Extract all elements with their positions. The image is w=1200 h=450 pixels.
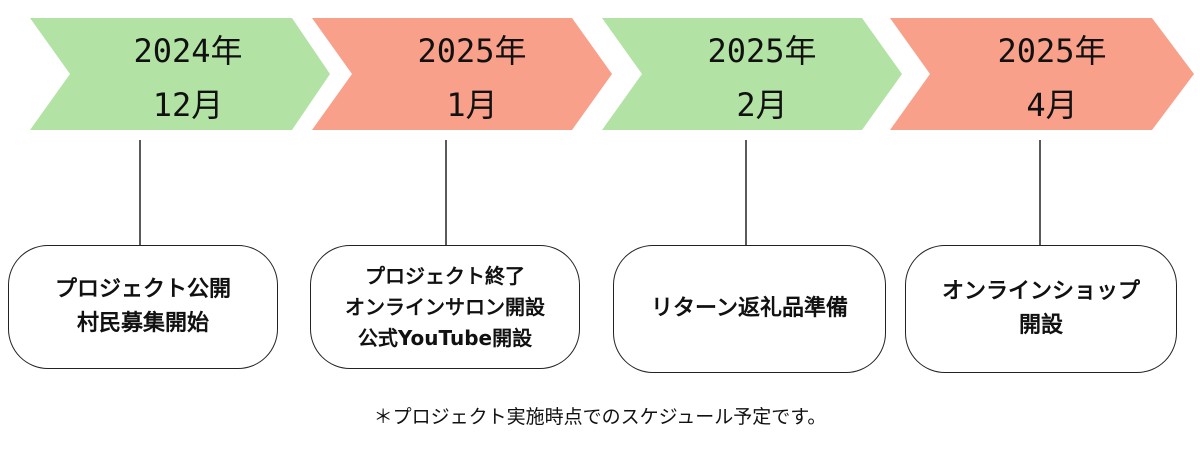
event-line: リターン返礼品準備 <box>651 296 848 321</box>
arrow-year: 2024年 <box>133 32 242 70</box>
event-line: プロジェクト公開 <box>54 277 231 302</box>
schedule-footnote: ＊プロジェクト実施時点でのスケジュール予定です。 <box>373 406 827 428</box>
arrow-year: 2025年 <box>417 32 526 70</box>
timeline-arrow-2024-12 <box>30 18 330 130</box>
event-box-2025-01: プロジェクト終了 オンラインサロン開設 公式YouTube開設 <box>310 245 580 369</box>
arrow-year: 2025年 <box>707 32 816 70</box>
event-line: プロジェクト終了 <box>365 263 525 288</box>
event-line: 開設 <box>1018 313 1063 338</box>
arrow-month: 12月 <box>153 86 224 124</box>
event-line: 村民募集開始 <box>76 311 209 336</box>
arrow-year: 2025年 <box>997 32 1106 70</box>
timeline-arrow-2025-02 <box>602 18 902 130</box>
timeline-arrow-2025-01 <box>312 18 612 130</box>
event-line: オンラインショップ <box>941 279 1140 304</box>
event-box-2025-02: リターン返礼品準備 <box>613 245 886 373</box>
timeline-arrow-2025-04 <box>890 18 1194 130</box>
arrow-month: 4月 <box>1026 86 1077 124</box>
arrow-month: 1月 <box>446 86 497 124</box>
event-box-2024-12: プロジェクト公開 村民募集開始 <box>8 245 278 369</box>
event-box-2025-04: オンラインショップ 開設 <box>905 245 1177 373</box>
event-line: オンラインサロン開設 <box>345 294 545 319</box>
event-line: 公式YouTube開設 <box>357 325 533 350</box>
arrow-month: 2月 <box>736 86 787 124</box>
